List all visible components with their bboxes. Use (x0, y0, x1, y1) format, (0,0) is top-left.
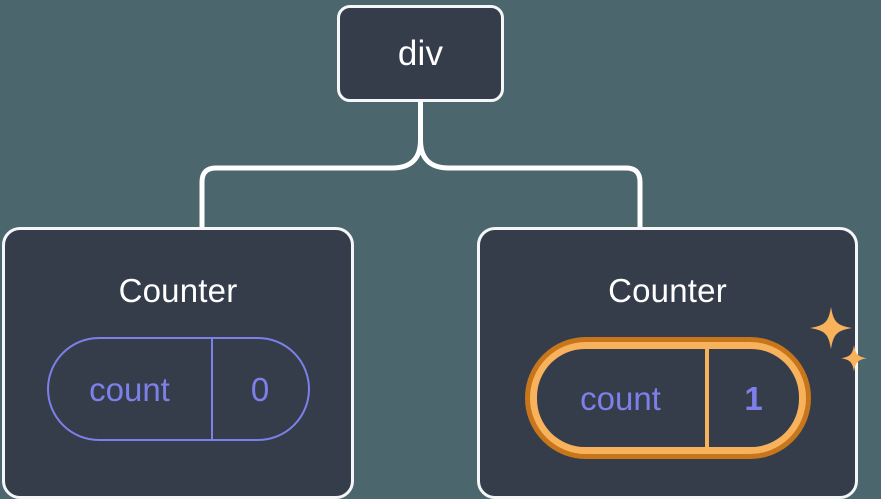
state-pill-wrap-right: count 1 (524, 307, 867, 459)
state-pill-wrap-left: count 0 (46, 337, 310, 441)
sparkle-large-icon (809, 307, 852, 349)
sparkle-small-icon (840, 345, 867, 372)
state-value-left: 0 (250, 370, 270, 408)
node-div[interactable]: div (337, 5, 504, 102)
state-pill-right-inner: count 1 (536, 349, 799, 447)
state-pill-left[interactable]: count 0 (46, 337, 310, 441)
node-counter-left-label: Counter (118, 272, 238, 309)
node-div-label: div (397, 34, 444, 73)
state-key-left: count (49, 339, 213, 439)
connector-branch-left (199, 137, 423, 231)
state-value-right: 1 (744, 379, 763, 417)
sparkles-group (809, 307, 867, 372)
node-counter-right[interactable]: Counter count 1 (477, 227, 867, 499)
state-key-right: count (537, 349, 709, 447)
connector-branch-right (418, 137, 643, 231)
node-counter-right-label: Counter (608, 272, 727, 309)
node-counter-left[interactable]: Counter count 0 (2, 227, 354, 499)
state-pill-right-highlighted[interactable]: count 1 (524, 337, 811, 459)
